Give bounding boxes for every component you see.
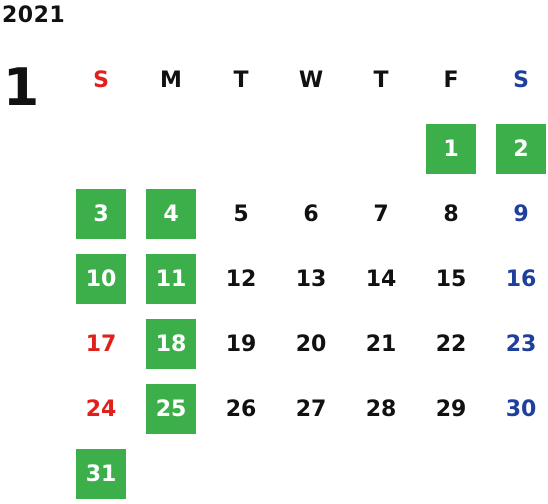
- day-cell-1[interactable]: 1: [416, 119, 486, 179]
- day-cell-22[interactable]: 22: [416, 314, 486, 374]
- day-number: 4: [146, 189, 196, 239]
- day-number: 23: [505, 331, 537, 357]
- day-cell-17[interactable]: 17: [66, 314, 136, 374]
- weekday-thursday: T: [373, 68, 389, 93]
- day-cell-2[interactable]: 2: [486, 119, 548, 179]
- day-cell-8[interactable]: 8: [416, 184, 486, 244]
- day-number: 6: [303, 201, 319, 227]
- day-cell-4[interactable]: 4: [136, 184, 206, 244]
- day-cell-15[interactable]: 15: [416, 249, 486, 309]
- day-number: 17: [85, 331, 117, 357]
- day-number: 16: [505, 266, 537, 292]
- day-number: 24: [85, 396, 117, 422]
- weekday-saturday: S: [513, 68, 529, 93]
- day-cell-26[interactable]: 26: [206, 379, 276, 439]
- day-cell-31[interactable]: 31: [66, 444, 136, 504]
- day-cell-27[interactable]: 27: [276, 379, 346, 439]
- day-number: 11: [146, 254, 196, 304]
- day-cell-25[interactable]: 25: [136, 379, 206, 439]
- day-number: 12: [225, 266, 257, 292]
- day-number: 15: [435, 266, 467, 292]
- day-cell-12[interactable]: 12: [206, 249, 276, 309]
- day-cell-13[interactable]: 13: [276, 249, 346, 309]
- day-cell-3[interactable]: 3: [66, 184, 136, 244]
- day-number: 26: [225, 396, 257, 422]
- day-cell-21[interactable]: 21: [346, 314, 416, 374]
- day-number: 10: [76, 254, 126, 304]
- day-number: 21: [365, 331, 397, 357]
- day-number: 7: [373, 201, 389, 227]
- day-cell-20[interactable]: 20: [276, 314, 346, 374]
- day-cell-6[interactable]: 6: [276, 184, 346, 244]
- day-cell-5[interactable]: 5: [206, 184, 276, 244]
- day-cell-16[interactable]: 16: [486, 249, 548, 309]
- day-cell-19[interactable]: 19: [206, 314, 276, 374]
- day-cell-28[interactable]: 28: [346, 379, 416, 439]
- day-number: 20: [295, 331, 327, 357]
- day-number: 8: [443, 201, 459, 227]
- weekday-wednesday: W: [298, 68, 324, 93]
- day-number: 18: [146, 319, 196, 369]
- year-label: 2021: [2, 3, 66, 28]
- day-number: 29: [435, 396, 467, 422]
- day-number: 5: [233, 201, 249, 227]
- day-number: 14: [365, 266, 397, 292]
- day-number: 9: [513, 201, 529, 227]
- day-cell-24[interactable]: 24: [66, 379, 136, 439]
- day-number: 31: [76, 449, 126, 499]
- weekday-sunday: S: [93, 68, 109, 93]
- weekday-monday: M: [160, 68, 182, 93]
- day-number: 1: [426, 124, 476, 174]
- day-cell-30[interactable]: 30: [486, 379, 548, 439]
- day-number: 22: [435, 331, 467, 357]
- weekday-tuesday: T: [233, 68, 249, 93]
- day-cell-10[interactable]: 10: [66, 249, 136, 309]
- day-number: 19: [225, 331, 257, 357]
- day-cell-14[interactable]: 14: [346, 249, 416, 309]
- month-number: 1: [3, 58, 40, 118]
- day-cell-23[interactable]: 23: [486, 314, 548, 374]
- day-number: 30: [505, 396, 537, 422]
- day-number: 2: [496, 124, 546, 174]
- day-number: 27: [295, 396, 327, 422]
- day-cell-11[interactable]: 11: [136, 249, 206, 309]
- weekday-friday: F: [443, 68, 459, 93]
- day-cell-7[interactable]: 7: [346, 184, 416, 244]
- day-number: 3: [76, 189, 126, 239]
- day-cell-9[interactable]: 9: [486, 184, 548, 244]
- day-cell-29[interactable]: 29: [416, 379, 486, 439]
- day-number: 13: [295, 266, 327, 292]
- day-number: 28: [365, 396, 397, 422]
- day-cell-18[interactable]: 18: [136, 314, 206, 374]
- day-number: 25: [146, 384, 196, 434]
